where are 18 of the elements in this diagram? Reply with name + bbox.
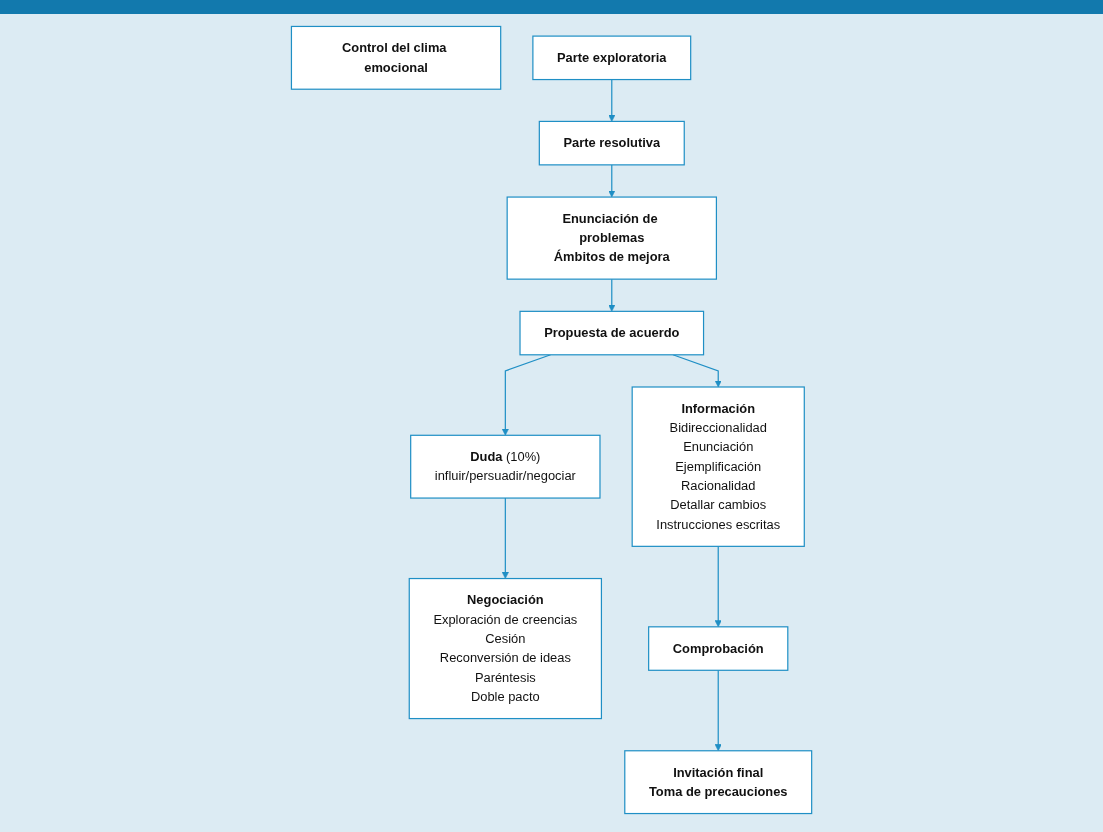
node-box: Comprobación — [648, 626, 789, 671]
node-box: Parte exploratoria — [532, 35, 692, 81]
arrow — [501, 354, 552, 436]
node-box: Información Bidireccionalidad Enunciación Ejemplificación Racionalidad Detallar cambios Instrucciones escritas — [631, 386, 805, 547]
arrow — [501, 497, 509, 579]
arrow — [672, 354, 722, 388]
arrow — [608, 78, 616, 122]
node-box: Negociación Exploración de creencias Cesión Reconversión de ideas Paréntesis Doble pacto — [408, 577, 602, 720]
node-box: Control del clima emocional — [290, 25, 502, 90]
arrow — [714, 669, 722, 752]
arrow — [714, 545, 722, 628]
node-box: Duda (10%) influir/persuadir/negociar — [410, 434, 601, 499]
node-box: Enunciación de problemas Ámbitos de mejora — [506, 196, 717, 280]
node-box: Invitación final Toma de precauciones — [624, 750, 813, 815]
arrow — [608, 278, 616, 312]
node-box: Parte resolutiva — [538, 120, 685, 166]
arrow — [608, 164, 616, 198]
node-box: Propuesta de acuerdo — [519, 310, 705, 356]
